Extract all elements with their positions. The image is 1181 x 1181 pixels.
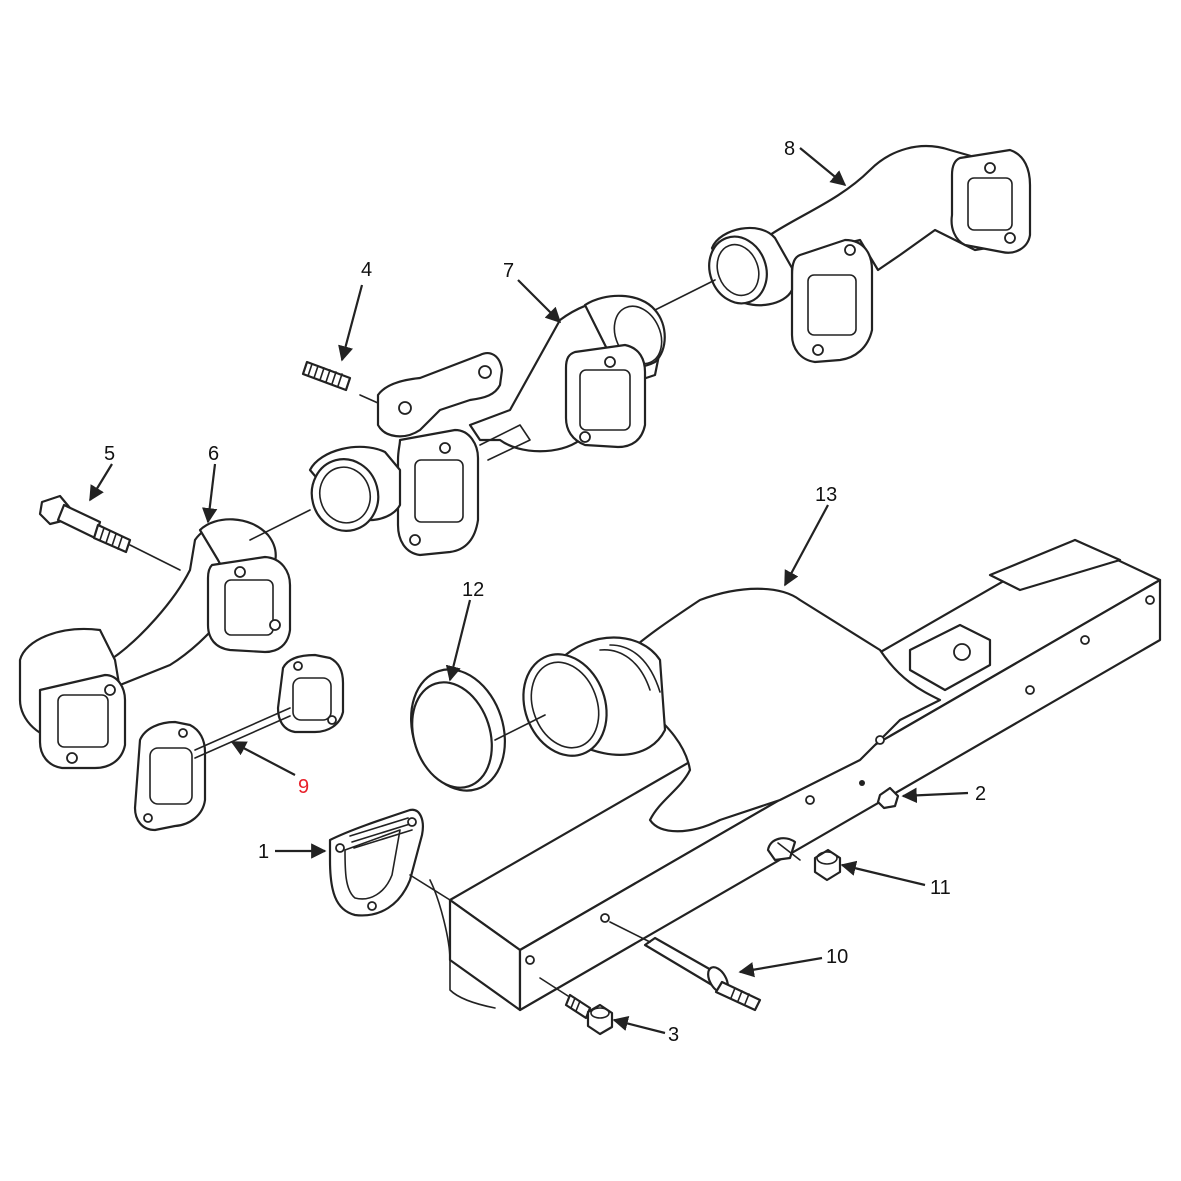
callout-12: 12 (462, 579, 484, 601)
callout-7: 7 (503, 260, 514, 282)
part-1-gasket (328, 808, 424, 917)
callout-1: 1 (258, 841, 269, 863)
part-7-center-manifold (308, 294, 666, 557)
part-10-long-bolt (643, 936, 762, 1012)
callout-6: 6 (208, 443, 219, 465)
part-9-manifold-gasket (133, 653, 345, 832)
part-11-nut (766, 837, 842, 882)
callout-labels: 1 2 3 4 5 6 7 8 9 10 11 12 13 (104, 138, 986, 1046)
callout-4: 4 (361, 259, 372, 281)
part-6-front-manifold (18, 518, 292, 770)
part-13-intake-housing (429, 538, 1162, 1012)
callout-10: 10 (826, 946, 848, 968)
callout-9: 9 (298, 776, 309, 798)
callout-5: 5 (104, 443, 115, 465)
leader-arrows (89, 147, 969, 1035)
alignment-lines (129, 279, 801, 997)
callout-13: 13 (815, 484, 837, 506)
callout-11: 11 (930, 877, 951, 899)
callout-3: 3 (668, 1024, 679, 1046)
part-2-screw (859, 780, 900, 810)
intake-inlet-ring (522, 636, 667, 757)
part-5-capscrew (38, 494, 132, 554)
part-3-flange-screw (564, 993, 614, 1036)
part-8-rear-manifold (708, 145, 1032, 364)
callout-8: 8 (784, 138, 795, 160)
part-12-cap (410, 668, 506, 792)
callout-2: 2 (975, 783, 986, 805)
part-4-stud (301, 360, 352, 392)
